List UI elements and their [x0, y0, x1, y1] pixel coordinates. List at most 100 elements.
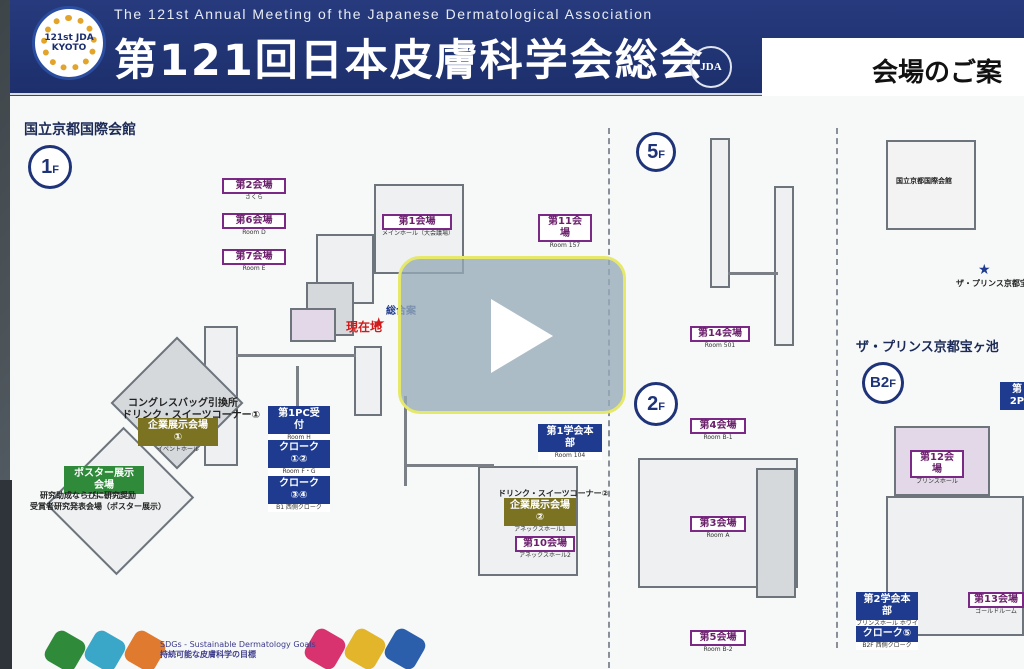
floor-b2-number: B2	[870, 374, 890, 391]
exhibit-hall-1-sub: イベントホール	[156, 446, 199, 453]
plan-5f-right	[774, 186, 794, 346]
cloak-1-2-sub: Room F・G	[268, 468, 330, 476]
room-3-label: 第3会場	[690, 516, 746, 532]
room-4-label: 第4会場	[690, 418, 746, 434]
room-10: 第10会場アネックスホール2	[515, 536, 575, 560]
pc-reception-1-sub: Room H	[268, 434, 330, 442]
stand-pole	[0, 480, 12, 669]
exhibit-hall-2-sub: アネックスホール1	[514, 526, 566, 533]
path-4	[404, 464, 494, 467]
meeting-title: 第121回日本皮膚科学会総会	[114, 36, 705, 86]
path-1	[236, 354, 356, 357]
room-7-sub: Room E	[242, 265, 266, 272]
venue-name: 国立京都国際会館	[24, 122, 136, 138]
room-1-label: 第1会場	[382, 214, 452, 230]
floor-unit: F	[52, 164, 59, 176]
room-13-sub: ゴールドルーム	[975, 608, 1017, 615]
drink-corner-2-note: ドリンク・スイーツコーナー②	[498, 489, 609, 498]
area-hotel-label: ザ・プリンス京都宝	[956, 279, 1024, 288]
room-11-sub: Room 157	[549, 242, 581, 249]
room-6-label: 第6会場	[222, 213, 286, 229]
room-11-label: 第11会場	[538, 214, 592, 242]
venue-guide-text: 会場のご案	[872, 58, 1003, 88]
plan-area-map	[886, 140, 976, 230]
exhibit-hall-2-label: 企業展示会場②	[504, 498, 576, 526]
hotel-star-icon: ★	[978, 262, 991, 278]
logo-text: 121st JDA KYOTO	[44, 33, 94, 53]
plan-corridor	[354, 346, 382, 416]
room-14-sub: Room 501	[704, 342, 736, 349]
current-location-label: 現在地	[346, 320, 383, 334]
room-1: 第1会場メインホール（大会議場）	[382, 214, 455, 238]
hq-2-label: 第2学会本部	[856, 592, 918, 620]
cloak-5-sub: B2F 西側クローク	[856, 642, 918, 650]
room-13: 第13会場ゴールドルーム	[968, 592, 1024, 616]
plan-5f-left	[710, 138, 730, 288]
floor-badge-2f: 2F	[634, 382, 678, 426]
venue-guide-heading: 会場のご案	[762, 38, 1024, 96]
room-12-label: 第12会場	[910, 450, 964, 478]
bag-exchange-note: コングレスバッグ引換所	[128, 398, 238, 409]
floor-badge-b2f: B2F	[862, 362, 904, 404]
plan-room-e	[290, 308, 336, 342]
sdgs-subtitle: 持続可能な皮膚科学の目標	[160, 650, 256, 659]
cloak-3-4-label: クローク③④	[268, 476, 330, 504]
room-1-sub: メインホール（大会議場）	[382, 230, 455, 237]
jda-mark: JDA	[690, 46, 732, 88]
room-2-sub: さくら	[244, 194, 263, 201]
room-10-sub: アネックスホール2	[519, 552, 571, 559]
room-2-label: 第2会場	[222, 178, 286, 194]
poster-hall: ポスター展示会場ニューホール	[64, 466, 144, 502]
exhibit-hall-1-label: 企業展示会場①	[138, 418, 218, 446]
room-2: 第2会場さくら	[222, 178, 286, 202]
floor-badge-1f: 1F	[28, 145, 72, 189]
sdgs-title: SDGs - Sustainable Dermatology Goals	[160, 640, 316, 649]
divider-right	[836, 128, 838, 648]
current-location-star-icon: ★	[372, 314, 386, 332]
floor-5-unit: F	[658, 149, 665, 161]
room-10-label: 第10会場	[515, 536, 575, 552]
room-5-sub: Room B-2	[703, 646, 733, 653]
meeting-subtitle: The 121st Annual Meeting of the Japanese…	[114, 6, 653, 22]
poster-note-1: 研究助成ならびに研究奨励	[40, 491, 136, 500]
path-5f	[728, 272, 778, 275]
play-icon	[491, 299, 553, 373]
cloak-5-label: クローク⑤	[856, 626, 918, 642]
room-13-label: 第13会場	[968, 592, 1024, 608]
room-3-sub: Room A	[706, 532, 730, 539]
floor-b2-unit: F	[889, 378, 896, 390]
room-12: 第12会場プリンスホール	[910, 450, 964, 486]
poster-hall-sub: ニューホール	[85, 494, 122, 501]
play-button[interactable]	[398, 256, 626, 414]
hq-1-label: 第1学会本部	[538, 424, 602, 452]
poster-note-2: 受賞者研究発表会場（ポスター展示）	[30, 502, 166, 511]
path-3	[404, 396, 407, 486]
room-4-sub: Room B-1	[703, 434, 733, 441]
floor-2-unit: F	[658, 401, 665, 413]
room-7-label: 第7会場	[222, 249, 286, 265]
floor-number: 1	[41, 156, 53, 178]
hotel-name: ザ・プリンス京都宝ヶ池	[856, 340, 999, 355]
drink-corner-1-note: ドリンク・スイーツコーナー①	[122, 410, 261, 421]
area-venue-label: 国立京都国際会館	[896, 177, 952, 185]
pc-reception-2: 第2P	[1000, 382, 1024, 410]
floor-5-number: 5	[647, 141, 659, 163]
header-banner: 121st JDA KYOTO The 121st Annual Meeting…	[10, 0, 1024, 96]
plan-2f-east	[756, 468, 796, 598]
room-6-sub: Room D	[242, 229, 266, 236]
